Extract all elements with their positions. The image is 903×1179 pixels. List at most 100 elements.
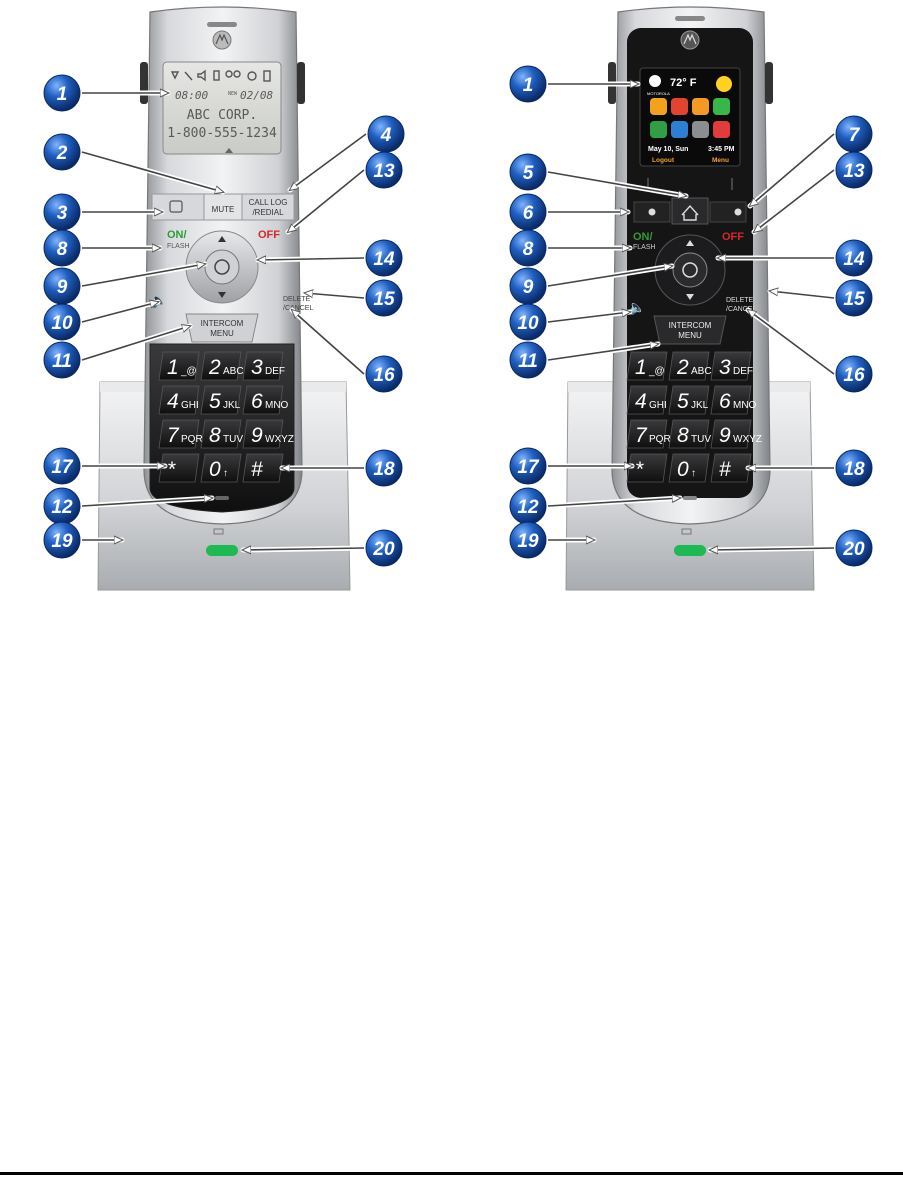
left-key-digit: 2 <box>208 356 221 379</box>
left-key-12[interactable]: # <box>242 453 284 483</box>
on-label: ON/ <box>167 229 187 241</box>
right-key-10[interactable]: * <box>626 453 668 483</box>
page-bottom-rule <box>0 1172 903 1175</box>
callout-arrow <box>547 344 658 361</box>
left-key-letters: ↑ <box>223 468 228 479</box>
left-select-button[interactable] <box>204 249 240 285</box>
intercom-label: INTERCOM <box>201 319 244 328</box>
callout-number: 8 <box>523 239 534 260</box>
app-icon-people[interactable] <box>671 98 688 115</box>
left-key-1[interactable]: 1_@ <box>158 351 200 381</box>
right-softkey[interactable] <box>709 201 747 223</box>
left-callout-2: 2 <box>43 133 226 195</box>
intercom-menu-button[interactable] <box>653 315 727 345</box>
right-key-letters: ↑ <box>691 468 696 479</box>
left-key-letters: ABC <box>223 366 244 377</box>
callout-number: 8 <box>57 239 68 260</box>
callout-number: 10 <box>517 313 539 334</box>
right-callout-19: 19 <box>509 521 597 559</box>
home-icon <box>681 204 699 221</box>
left-key-digit: 8 <box>209 424 221 447</box>
app-icon-chat[interactable] <box>650 121 667 138</box>
flash-label: FLASH <box>167 243 190 250</box>
left-key-10[interactable]: * <box>158 453 200 483</box>
callout-ball <box>43 341 81 379</box>
left-key-digit: 5 <box>209 390 221 413</box>
left-callout-16: 16 <box>289 307 403 393</box>
callout-number: 10 <box>51 313 73 334</box>
off-label: OFF <box>722 231 744 243</box>
right-key-letters: DEF <box>733 366 753 377</box>
callout-ball <box>835 529 873 567</box>
right-key-digit: # <box>719 458 731 481</box>
callout-ball <box>835 279 873 317</box>
left-callout-18: 18 <box>279 449 403 487</box>
left-key-11[interactable]: 0↑ <box>200 453 242 483</box>
intercom-label: INTERCOM <box>669 321 712 330</box>
callout-ball <box>509 521 547 559</box>
app-icon-calendar[interactable] <box>692 98 709 115</box>
right-key-digit: 8 <box>677 424 689 447</box>
right-callout-5: 5 <box>509 153 689 196</box>
app-icon-messages[interactable] <box>713 98 730 115</box>
left-nav-area: ON/ FLASH OFF 🔈 DELETE /CANCEL INTERCOM … <box>150 229 313 343</box>
right-callout-20: 20 <box>707 529 873 567</box>
app-icon-tools[interactable] <box>692 121 709 138</box>
phonebook-icon <box>169 200 183 213</box>
right-select-button[interactable] <box>672 252 708 288</box>
callout-number: 5 <box>523 163 534 184</box>
menu-label: MENU <box>210 329 234 338</box>
callout-number: 11 <box>52 351 72 372</box>
callout-number: 7 <box>849 125 861 146</box>
call-log-button[interactable] <box>241 193 295 221</box>
right-top-keys <box>633 178 747 225</box>
right-key-digit: 6 <box>719 390 731 413</box>
callout-number: 6 <box>523 203 534 224</box>
lcd-status-icons <box>170 69 271 82</box>
left-top-keys: MUTE CALL LOG /REDIAL <box>151 193 295 221</box>
callout-arrow <box>750 133 835 206</box>
app-grid <box>650 98 730 138</box>
right-key-letters: TUV <box>691 434 711 445</box>
right-key-11[interactable]: 0↑ <box>668 453 710 483</box>
callout-arrow <box>710 548 835 550</box>
right-key-1[interactable]: 1_@ <box>626 351 668 381</box>
right-callout-7: 7 <box>747 115 873 209</box>
left-key-digit: 4 <box>167 390 179 413</box>
app-icon-wifi[interactable] <box>713 121 730 138</box>
left-callout-1: 1 <box>43 74 171 112</box>
lcd-date: 02/08 <box>240 89 273 102</box>
left-key-digit: 9 <box>251 424 263 447</box>
app-icon-contacts[interactable] <box>650 98 667 115</box>
right-callout-14: 14 <box>715 239 873 277</box>
right-key-12[interactable]: # <box>710 453 752 483</box>
left-key-letters: GHI <box>181 400 199 411</box>
callout-ball <box>509 65 547 103</box>
left-key-digit: # <box>251 458 263 481</box>
app-icon-info[interactable] <box>671 121 688 138</box>
callout-ball <box>43 521 81 559</box>
left-speakerphone-softkey[interactable] <box>151 193 205 221</box>
callout-number: 9 <box>523 277 534 298</box>
callout-number: 19 <box>51 531 73 552</box>
callout-ball <box>365 279 403 317</box>
down-arrow-icon <box>218 292 226 298</box>
callout-number: 20 <box>372 539 395 560</box>
